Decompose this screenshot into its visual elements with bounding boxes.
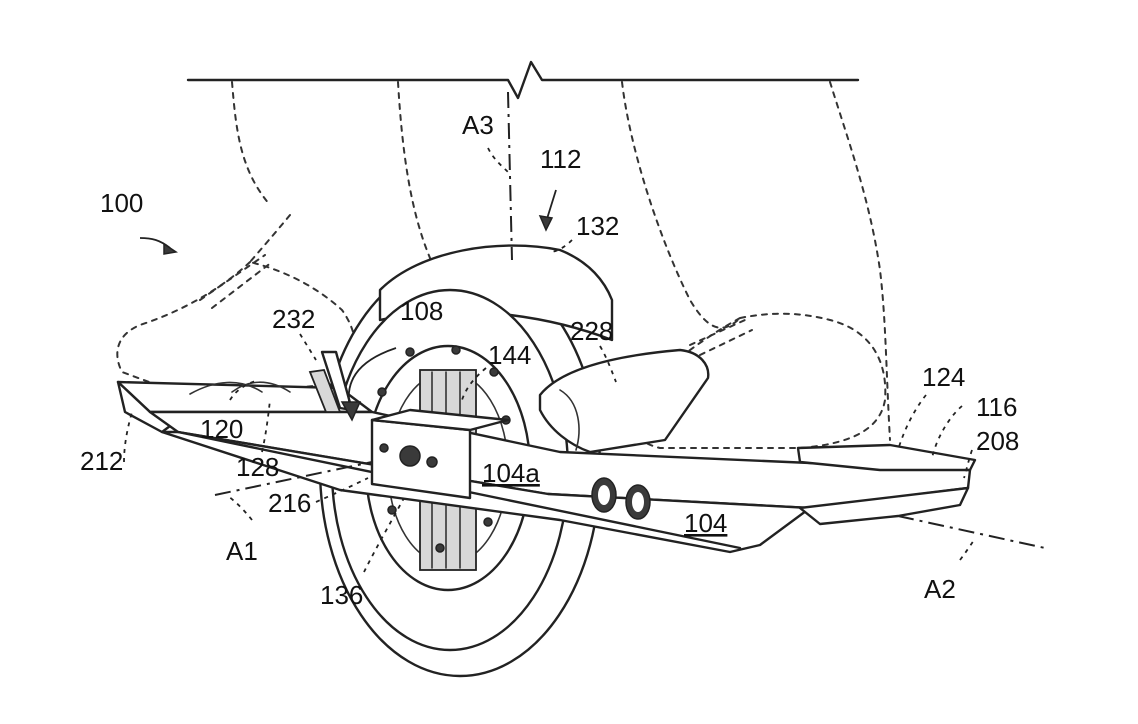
hub-bolt xyxy=(387,505,397,515)
fender-edge xyxy=(559,389,580,451)
reference-line xyxy=(186,60,860,100)
label-232: 232 xyxy=(272,304,315,334)
label-104: 104 xyxy=(684,508,727,538)
hub-bolt xyxy=(451,345,461,355)
center-bolt-small xyxy=(426,456,438,468)
label-A1: A1 xyxy=(226,536,258,566)
hub-bolt xyxy=(435,543,445,553)
label-128: 128 xyxy=(236,452,279,482)
leader-212 xyxy=(123,411,133,463)
hub-bolt xyxy=(483,517,493,527)
center-block-top xyxy=(370,408,510,432)
label-A3: A3 xyxy=(462,110,494,140)
label-216: 216 xyxy=(268,488,311,518)
rotation-arrow xyxy=(347,347,397,409)
leader-208 xyxy=(963,449,973,479)
leader-216 xyxy=(315,477,369,503)
right-bumper xyxy=(798,486,970,526)
label-100: 100 xyxy=(100,188,143,218)
rail-bolt-hole xyxy=(598,485,610,505)
leader-232 xyxy=(299,333,317,361)
leader-A3 xyxy=(487,147,509,173)
center-bolt-small xyxy=(379,443,389,453)
bracket-shadow xyxy=(308,369,342,413)
leader-124 xyxy=(897,394,927,451)
label-104a: 104a xyxy=(482,458,540,488)
hub-bolt xyxy=(489,367,499,377)
left-footpad-grip xyxy=(189,381,291,395)
label-116: 116 xyxy=(976,392,1017,422)
label-120: 120 xyxy=(200,414,243,444)
leader-228 xyxy=(599,345,617,383)
label-212: 212 xyxy=(80,446,123,476)
leader-A1 xyxy=(227,495,253,521)
hub-bolt xyxy=(377,387,387,397)
axis-A3 xyxy=(507,91,513,261)
label-132: 132 xyxy=(576,211,619,241)
right-shoe-laces xyxy=(689,319,753,356)
label-112: 112 xyxy=(540,144,581,174)
leader-132 xyxy=(551,239,573,253)
label-144: 144 xyxy=(488,340,531,370)
axis-A2 xyxy=(897,515,1046,549)
right-leg-outline xyxy=(621,81,741,329)
label-136: 136 xyxy=(320,580,363,610)
leader-144 xyxy=(461,367,487,401)
label-124: 124 xyxy=(922,362,965,392)
right-footpad xyxy=(796,443,977,472)
label-228: 228 xyxy=(570,316,613,346)
leader-128 xyxy=(261,399,271,453)
fender xyxy=(538,348,710,454)
leader-112-arrow xyxy=(538,215,554,232)
leader-116 xyxy=(931,405,963,459)
center-bolt-large xyxy=(399,445,421,467)
axis-A1 xyxy=(214,461,373,496)
leader-120 xyxy=(229,379,259,401)
leader-A2 xyxy=(959,539,975,561)
hub-bolt xyxy=(405,347,415,357)
rail-bolt-hole xyxy=(632,492,644,512)
label-208: 208 xyxy=(976,426,1019,456)
left-leg-outline xyxy=(231,81,291,263)
label-A2: A2 xyxy=(924,574,956,604)
leader-100-arrow xyxy=(163,242,178,255)
rotation-arrowhead xyxy=(340,401,362,422)
center-block xyxy=(370,418,472,500)
label-108: 108 xyxy=(400,296,443,326)
left-shoe-laces xyxy=(199,254,273,309)
right-leg-outline-outer xyxy=(829,81,891,441)
